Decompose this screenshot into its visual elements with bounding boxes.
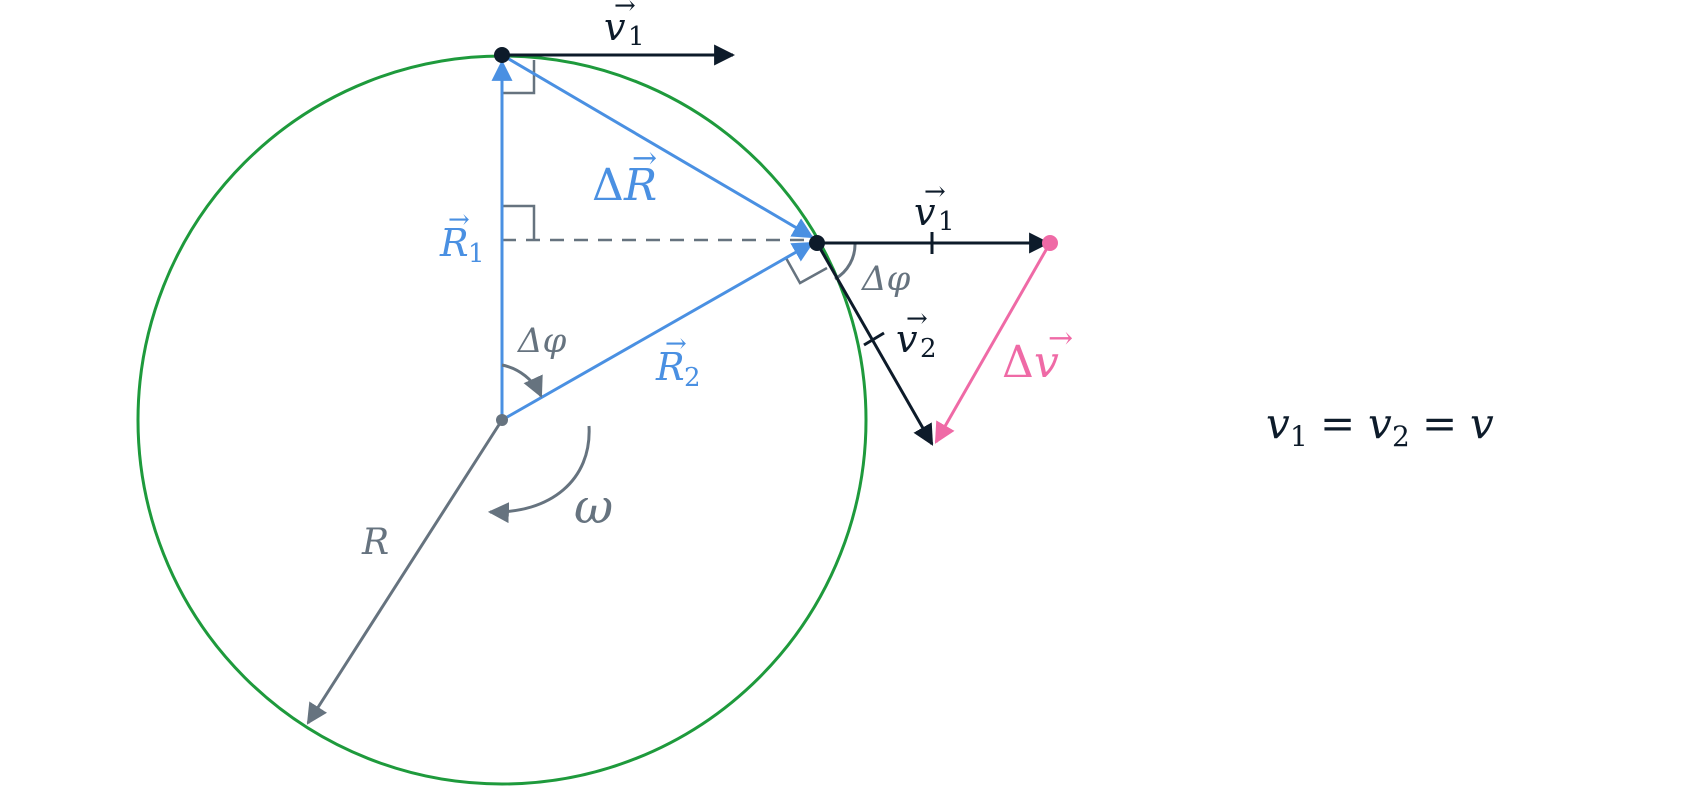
label-sub: 2 [684, 363, 701, 393]
label-R2: → R 2 [655, 329, 701, 393]
label-sub: 1 [628, 22, 645, 52]
eq-v-c: v [1470, 399, 1494, 448]
tick-mark-icon [863, 331, 885, 347]
label-delta-R: Δ → R [592, 141, 657, 211]
label-base: R [623, 160, 657, 211]
right-angle-icon [502, 60, 536, 95]
label-sub: 1 [468, 239, 485, 269]
arrow-accent: → [1048, 321, 1073, 356]
point-icon [809, 235, 825, 251]
delta-phi-tangent-arc [834, 242, 857, 281]
omega-rotation-arc [487, 425, 591, 524]
point-icon [1042, 235, 1058, 251]
delta-phi-center-arc [501, 363, 543, 398]
right-angle-icon [502, 204, 536, 240]
arrow-accent: → [906, 304, 928, 334]
label-base: v [1034, 337, 1059, 388]
arrow-accent: → [632, 141, 657, 176]
label-sub: 1 [938, 207, 955, 237]
delta-symbol: Δ [592, 160, 624, 211]
delta-symbol: Δ [1002, 337, 1034, 388]
equation-speeds-equal: v 1 = v 2 = v [1266, 399, 1494, 453]
arrow-accent: → [614, 0, 636, 21]
arrow-accent: → [665, 329, 687, 359]
delta-R-vector [501, 53, 814, 239]
R2-vector [501, 241, 814, 422]
label-sub: 2 [920, 334, 937, 364]
label-base: R [655, 345, 685, 389]
label-delta-v: Δ → v [1002, 321, 1073, 388]
eq-v-a: v [1266, 399, 1290, 448]
arrow-accent: → [448, 205, 470, 235]
label-v1-right: → v 1 [914, 177, 955, 237]
label-base: v [604, 5, 626, 49]
radius-R-arrow [306, 419, 504, 725]
eq-equals-1: = [1320, 399, 1355, 448]
eq-v-b-sub: 2 [1392, 420, 1410, 453]
label-omega: ω [574, 479, 613, 535]
label-radius-R: R [361, 522, 389, 563]
delta-v-vector [934, 242, 1052, 444]
eq-equals-2: = [1422, 399, 1457, 448]
right-angle-icon [784, 257, 828, 285]
v2-vector [815, 242, 934, 446]
point-icon [494, 47, 510, 63]
eq-v-b: v [1368, 399, 1392, 448]
eq-v-a-sub: 1 [1290, 420, 1308, 453]
label-delta-phi-center: Δφ [516, 321, 567, 361]
label-base: v [914, 190, 936, 234]
label-base: v [896, 317, 918, 361]
label-base: R [439, 221, 469, 265]
label-v1-top: → v 1 [604, 0, 645, 52]
label-R1: → R 1 [439, 205, 485, 269]
arrow-accent: → [924, 177, 946, 207]
label-delta-phi-tangent: Δφ [860, 259, 911, 299]
label-v2: → v 2 [896, 304, 937, 364]
point-icon [496, 414, 508, 426]
